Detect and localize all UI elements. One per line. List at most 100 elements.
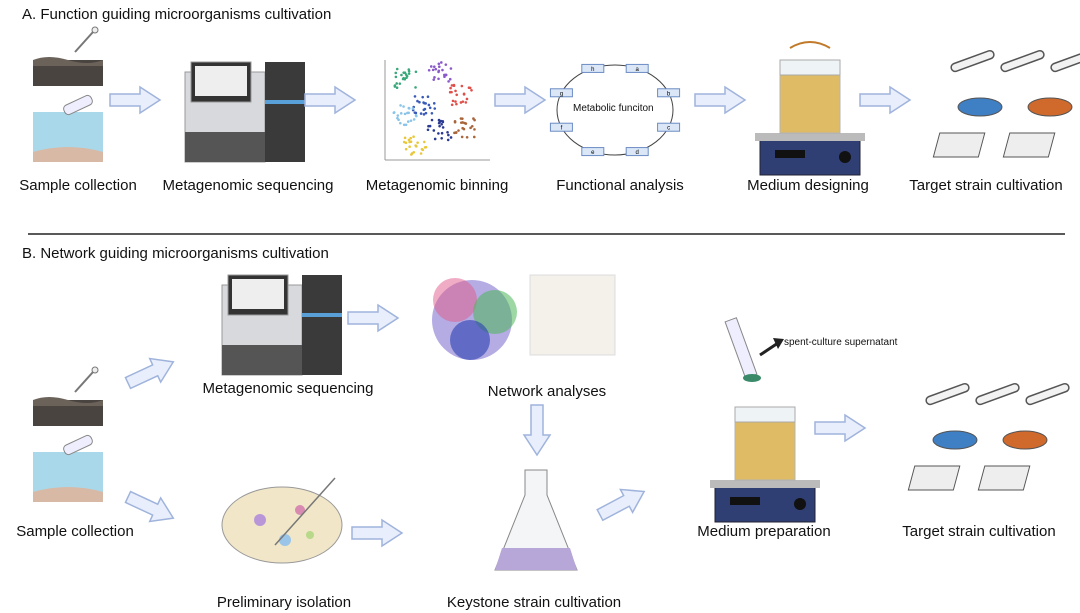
bin-dot [449,86,452,90]
bin-dot [432,78,436,81]
bin-dot [402,105,405,108]
bin-dot [421,148,425,152]
bin-dot [429,65,433,68]
bin-dot [472,135,476,139]
bin-dot [440,123,443,126]
bin-dot [440,136,443,140]
cycle-node: h [581,63,605,73]
bin-dot [428,106,432,110]
bin-dot [437,69,441,73]
label-medium-preparation: Medium preparation [697,523,831,540]
label-metagenomic-sequencing: Metagenomic sequencing [162,177,334,194]
sample-collection-illustration [32,26,104,163]
cycle-node: b [657,88,681,98]
cycle-node: e [581,147,605,157]
bin-dot [419,112,423,115]
bin-dot [407,138,411,142]
bin-dot [412,118,416,121]
label-b-target-strain-cultivation: Target strain cultivation [902,523,1056,540]
bin-dot [416,141,419,144]
bin-dot [395,82,398,85]
svg-text:d: d [636,150,639,156]
bin-dot [424,145,428,149]
bin-dot [413,95,417,98]
bin-dot [423,107,427,111]
cycle-node: a [625,63,649,73]
bin-dot [460,84,464,88]
bin-dot [431,68,435,72]
bin-dot [461,117,464,120]
arrow-b6 [593,479,652,528]
network-illustration [432,274,616,360]
bin-dot [392,111,396,115]
bin-dot [419,152,423,155]
label-keystone-strain-cultivation: Keystone strain cultivation [446,594,622,611]
label-b-metagenomic-sequencing: Metagenomic sequencing [202,380,374,397]
bin-dot [460,135,464,139]
svg-text:a: a [636,67,640,73]
bin-dot [410,153,413,156]
bin-dot [396,114,400,117]
bin-dot [414,70,418,74]
bin-dot [409,119,413,122]
label-b-sample-collection: Sample collection [16,523,134,540]
bin-dot [414,111,418,115]
syringe-label: spent-culture supernatant [784,337,898,348]
bin-dot [406,120,410,123]
bin-dot [450,90,453,94]
bin-dot [455,102,458,106]
cycle-node: d [625,147,649,157]
sequencer-b-illustration [221,274,343,376]
bin-dot [469,126,472,130]
bin-dot [409,140,413,144]
bin-dot [464,101,468,104]
medium-preparation-illustration [709,406,821,523]
bin-dot [448,77,452,81]
bin-dot [400,73,403,77]
bin-dot [395,67,399,71]
bin-dot [441,68,444,72]
arrow-a2 [304,86,356,114]
bin-dot [462,127,466,131]
bin-dot [399,112,403,115]
bin-dot [394,75,398,79]
bin-dot [404,147,408,151]
bin-dot [399,121,402,125]
bin-dot [427,124,430,128]
bin-dot [408,145,411,149]
bin-dot [404,123,408,127]
bin-dot [465,97,469,101]
label-network-analyses: Network analyses [487,383,607,400]
arrow-b1 [121,349,180,396]
bin-dot [464,122,468,125]
arrow-a4 [694,86,746,114]
bin-dot [416,99,419,103]
bin-dot [414,113,418,117]
section-a-title: A. Function guiding microorganisms culti… [22,6,332,23]
bin-dot [398,82,402,85]
bin-dot [432,102,436,105]
label-functional-analysis: Functional analysis [556,177,684,194]
section-b-title: B. Network guiding microorganisms cultiv… [22,245,329,262]
bin-dot [434,67,438,71]
bin-dot [402,140,406,144]
bin-dot [406,111,409,115]
cycle-node: g [549,88,573,98]
arrow-a5 [859,86,911,114]
bin-dot [433,65,436,69]
bin-dot [437,62,441,66]
bin-dot [401,77,405,81]
bin-dot [399,104,402,107]
bin-dot [422,101,425,104]
target-strain-b-illustration [907,381,1071,491]
bin-dot [412,150,416,154]
bin-dot [414,144,417,147]
bin-dot [424,111,428,115]
bin-dot [454,131,458,134]
bin-dot [465,135,469,139]
bin-dot [437,132,440,135]
bin-dot [438,124,441,128]
bin-dot [446,130,449,134]
bin-dot [440,131,444,135]
